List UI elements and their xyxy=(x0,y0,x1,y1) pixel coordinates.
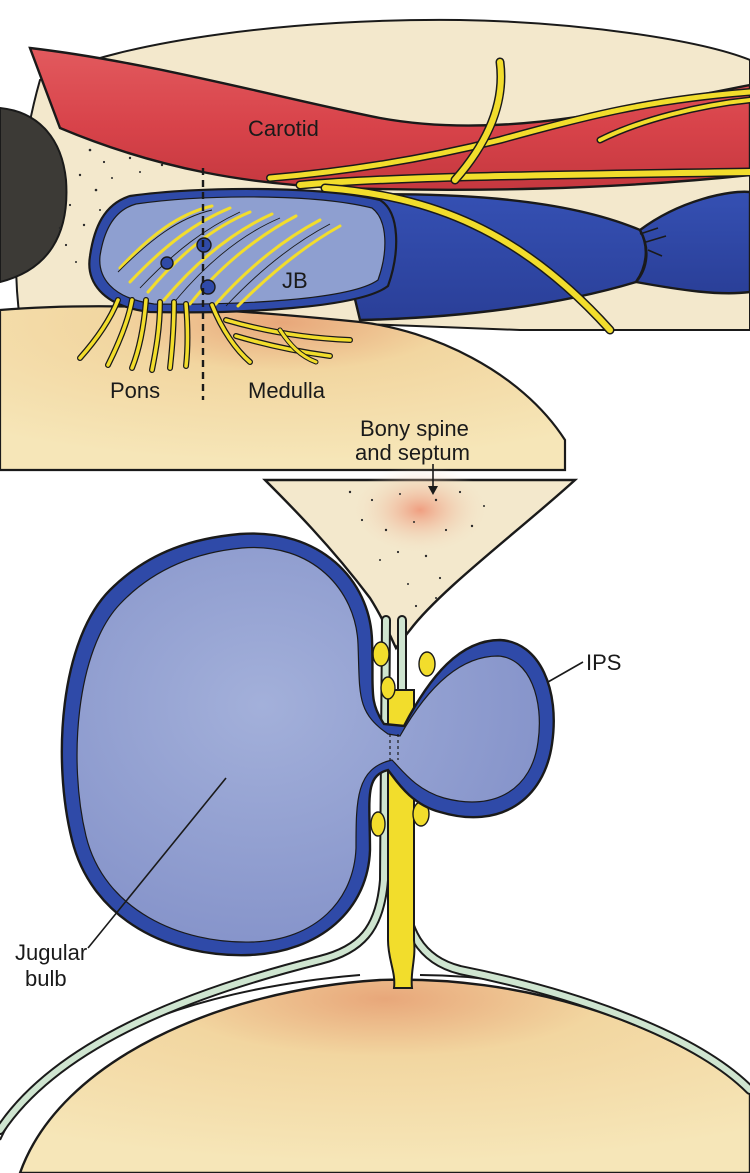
fiber-lines xyxy=(117,209,331,307)
vein-right-segment xyxy=(633,190,750,295)
pons-rootlets xyxy=(77,297,191,373)
spine-stipple xyxy=(348,490,485,608)
nerve-fibers-in-jb xyxy=(118,204,342,308)
medulla-rootlets xyxy=(209,302,353,365)
cranial-nerves-top xyxy=(266,57,750,335)
bony-spine-highlight xyxy=(350,465,490,555)
pons-label: Pons xyxy=(110,378,160,403)
jugular-bulb-label-line1: Jugular xyxy=(15,940,87,965)
bony-spine-label-line2: and septum xyxy=(355,440,470,465)
ganglia-ovals xyxy=(370,641,436,837)
nerve-dots xyxy=(160,237,216,295)
ips-leader xyxy=(547,661,584,683)
jugular-bulb-label-line2: bulb xyxy=(25,966,67,991)
vein-constriction-mark xyxy=(639,227,667,257)
top-panel: Carotid JB Pons Medulla xyxy=(0,0,750,472)
medulla-label: Medulla xyxy=(248,378,326,403)
lower-brain xyxy=(18,978,750,1173)
ips-label: IPS xyxy=(586,650,621,675)
carotid-artery xyxy=(28,46,750,191)
bony-spine xyxy=(262,478,579,651)
jugular-bulb-lumen xyxy=(76,546,540,943)
bottom-panel: Bony spine and septum IPS Jugular bulb xyxy=(0,416,750,1173)
bony-spine-arrowhead xyxy=(428,486,438,495)
bony-spine-label-line1: Bony spine xyxy=(360,416,469,441)
jugular-leader xyxy=(87,777,227,949)
carotid-label: Carotid xyxy=(248,116,319,141)
dark-cavity xyxy=(0,106,68,284)
ips-neck-dashes xyxy=(389,734,399,760)
jb-label: JB xyxy=(282,268,308,293)
